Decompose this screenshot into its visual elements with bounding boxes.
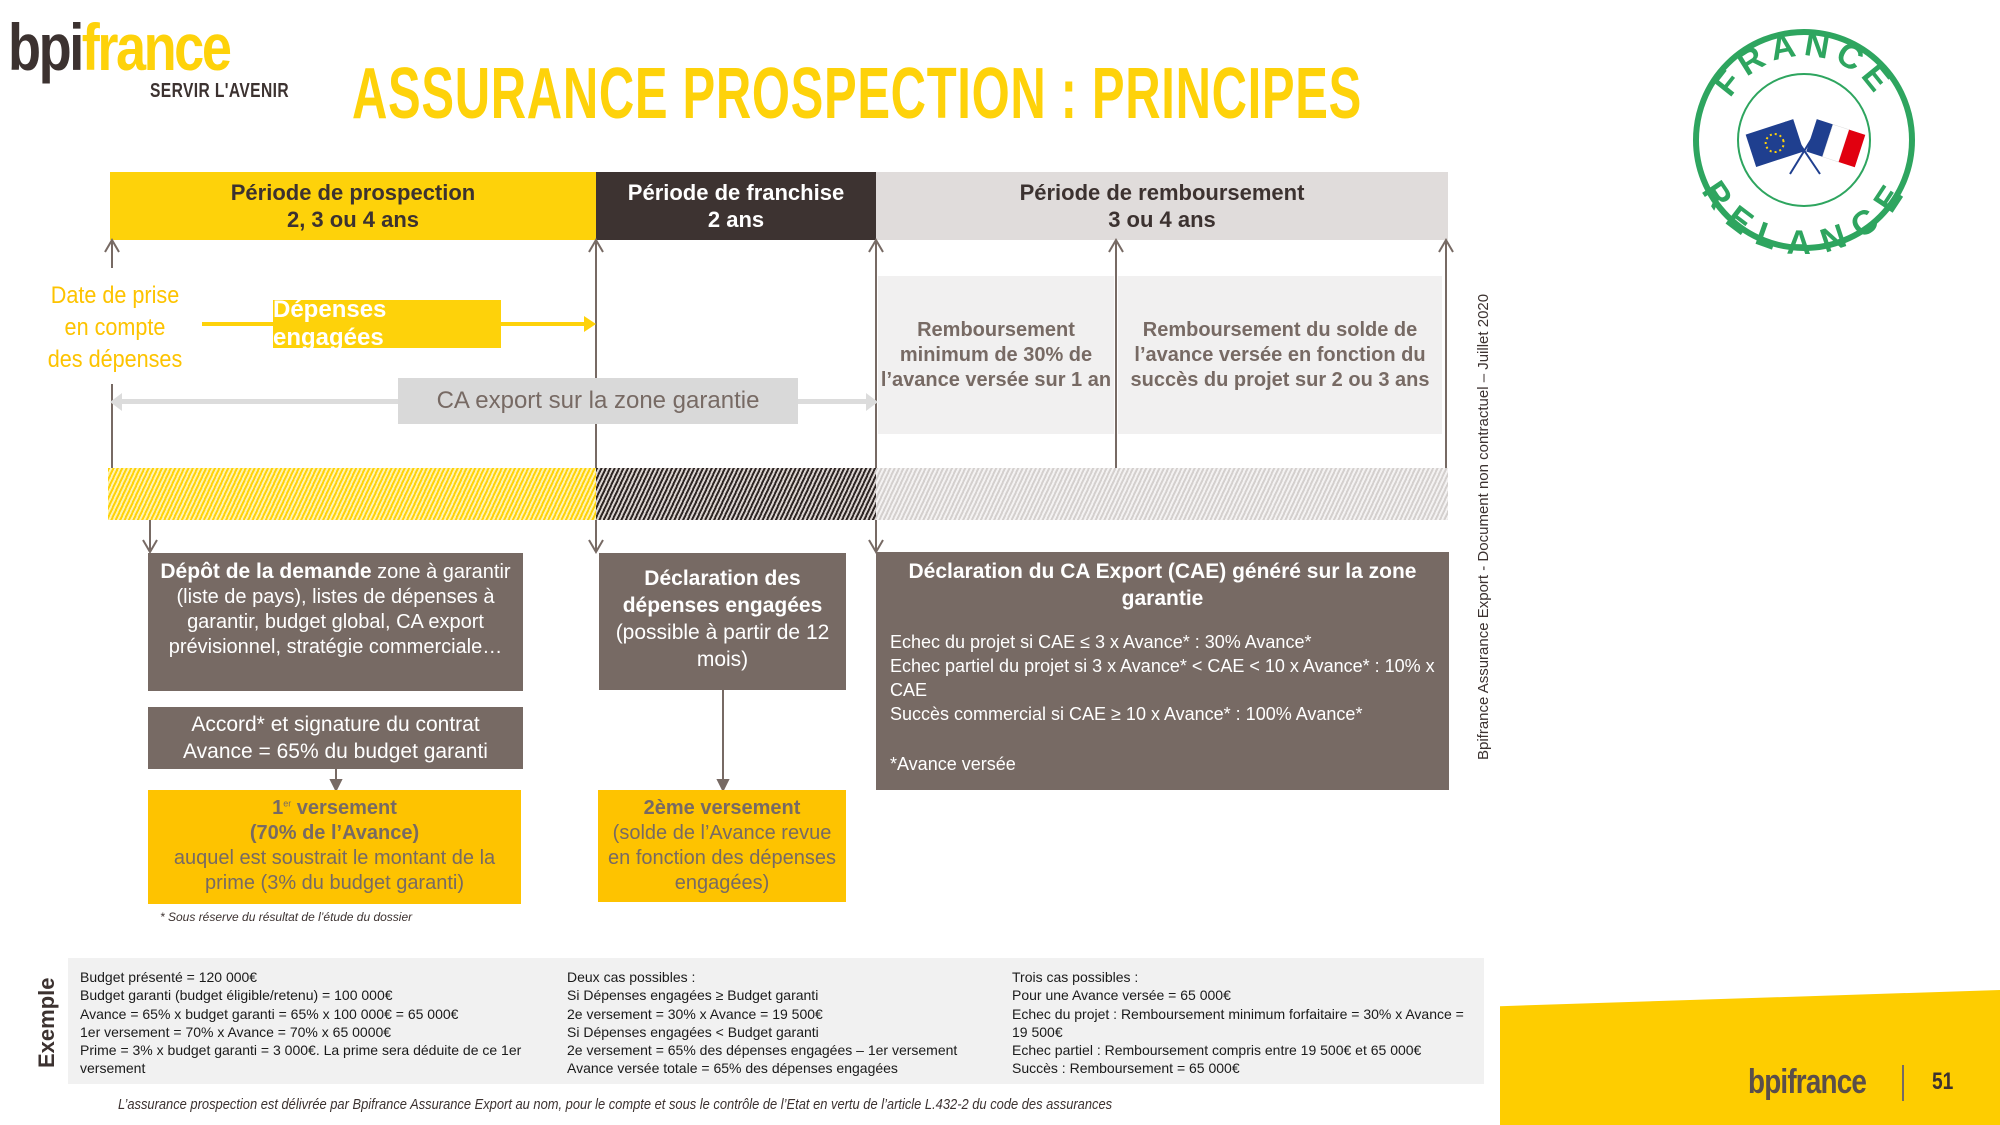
footnote: * Sous réserve du résultat de l’étude du…: [160, 910, 413, 924]
arrow-right-icon: [866, 393, 878, 411]
footer-divider: [1902, 1065, 1904, 1101]
remboursement-minimum-box: Remboursement minimum de 30% de l’avance…: [878, 276, 1114, 434]
date-prise-en-compte-label: Date de prise en compte des dépenses: [39, 280, 192, 376]
hatched-band-prospection: [108, 468, 596, 520]
example-line: Avance = 65% x budget garanti = 65% x 10…: [80, 1005, 459, 1022]
example-column-franchise: Deux cas possibles : Si Dépenses engagée…: [567, 968, 1007, 1078]
cae-line: Echec partiel du projet si 3 x Avance* <…: [890, 656, 1435, 700]
example-line: Trois cas possibles :: [1012, 969, 1139, 985]
example-line: Deux cas possibles :: [567, 969, 696, 985]
versement-sup: er: [283, 798, 292, 809]
cae-note: *Avance versée: [890, 754, 1016, 774]
cae-line: Echec du projet si CAE ≤ 3 x Avance* : 3…: [890, 632, 1312, 652]
example-line: Echec partiel : Remboursement compris en…: [1012, 1042, 1422, 1059]
versement-pct: (70% de l’Avance): [249, 822, 420, 844]
logo-france: france: [81, 10, 232, 84]
period-label: Période de prospection: [230, 180, 476, 205]
example-line: Budget présenté = 120 000€: [80, 969, 258, 985]
accord-contrat-box: Accord* et signature du contrat Avance =…: [148, 707, 523, 769]
ca-export-label: CA export sur la zone garantie: [398, 378, 798, 424]
accord-line: Avance = 65% du budget garanti: [183, 740, 488, 763]
example-line: 2e versement = 65% des dépenses engagées…: [567, 1042, 958, 1059]
period-remboursement-header: Période de remboursement 3 ou 4 ans: [876, 172, 1448, 240]
accord-line: Accord* et signature du contrat: [191, 713, 480, 736]
example-label: Exemple: [34, 977, 59, 1069]
period-duration: 2 ans: [707, 207, 765, 232]
date-label-line: Date de prise: [50, 282, 180, 309]
premier-versement-box: 1er versement (70% de l’Avance) auquel e…: [148, 790, 521, 904]
date-label-line: des dépenses: [47, 346, 183, 373]
remboursement-solde-box: Remboursement du solde de l’avance versé…: [1118, 276, 1442, 434]
depot-demande-box: Dépôt de la demande zone à garantir (lis…: [148, 553, 523, 691]
cae-line: Succès commercial si CAE ≥ 10 x Avance* …: [890, 704, 1363, 724]
page-number: 51: [1932, 1068, 1954, 1095]
example-line: 2e versement = 30% x Avance = 19 500€: [567, 1005, 823, 1022]
logo-tagline: SERVIR L'AVENIR: [150, 80, 290, 102]
example-column-remboursement: Trois cas possibles : Pour une Avance ve…: [1012, 968, 1472, 1078]
declaration-text: (possible à partir de 12 mois): [615, 621, 830, 671]
example-line: Succès : Remboursement = 65 000€: [1012, 1060, 1240, 1077]
period-label: Période de remboursement: [1019, 180, 1305, 205]
example-line: Si Dépenses engagées ≥ Budget garanti: [567, 987, 819, 1004]
versement-num: 1: [272, 797, 284, 819]
period-prospection-header: Période de prospection 2, 3 ou 4 ans: [110, 172, 596, 240]
versement-title: versement: [291, 797, 397, 819]
example-line: Echec du projet : Remboursement minimum …: [1012, 1005, 1464, 1040]
example-column-prospection: Budget présenté = 120 000€ Budget garant…: [80, 968, 550, 1078]
versement-text: (solde de l’Avance revue en fonction des…: [608, 822, 836, 894]
hatched-band-franchise: [596, 468, 876, 520]
declaration-title: Déclaration des dépenses engagées: [622, 567, 823, 617]
hatched-band-remboursement: [876, 468, 1448, 520]
versement-text: auquel est soustrait le montant de la pr…: [173, 847, 496, 894]
vertical-disclaimer: Bpifrance Assurance Export - Document no…: [1475, 293, 1492, 760]
legal-notice: L’assurance prospection est délivrée par…: [118, 1096, 1113, 1113]
example-block: Budget présenté = 120 000€ Budget garant…: [68, 958, 1484, 1084]
bpifrance-logo: bpifrance SERVIR L'AVENIR: [8, 10, 308, 102]
deuxieme-versement-box: 2ème versement (solde de l’Avance revue …: [598, 790, 846, 902]
example-line: Avance versée totale = 65% des dépenses …: [567, 1060, 898, 1077]
declaration-cae-box: Déclaration du CA Export (CAE) généré su…: [876, 552, 1449, 790]
footer-logo: bpifrance: [1748, 1063, 1867, 1101]
cae-title: Déclaration du CA Export (CAE) généré su…: [908, 560, 1417, 610]
example-line: Prime = 3% x budget garanti = 3 000€. La…: [80, 1042, 522, 1077]
france-relance-icon: FRANCE RELANCE: [1693, 25, 1915, 262]
depenses-engagees-label: Dépenses engagées: [273, 296, 501, 351]
depenses-arrowhead-icon: [584, 316, 596, 332]
france-relance-badge: FRANCE RELANCE: [1690, 25, 1918, 262]
depot-text: zone à garantir (liste de pays), listes …: [168, 561, 511, 658]
example-line: Si Dépenses engagées < Budget garanti: [567, 1023, 819, 1040]
declaration-depenses-box: Déclaration des dépenses engagées (possi…: [599, 553, 846, 690]
date-label-line: en compte: [64, 314, 166, 341]
period-duration: 3 ou 4 ans: [1108, 207, 1216, 232]
depot-title: Dépôt de la demande: [160, 560, 372, 583]
arrow-left-icon: [110, 393, 122, 411]
versement-title: 2ème versement: [643, 797, 801, 819]
period-duration: 2, 3 ou 4 ans: [286, 207, 420, 232]
period-franchise-header: Période de franchise 2 ans: [596, 172, 876, 240]
footer-band: [1500, 990, 2000, 1125]
period-label: Période de franchise: [627, 180, 845, 205]
example-line: Budget garanti (budget éligible/retenu) …: [80, 987, 393, 1004]
example-line: 1er versement = 70% x Avance = 70% x 65 …: [80, 1023, 392, 1040]
logo-bpi: bpi: [8, 10, 84, 84]
example-line: Pour une Avance versée = 65 000€: [1012, 987, 1231, 1004]
